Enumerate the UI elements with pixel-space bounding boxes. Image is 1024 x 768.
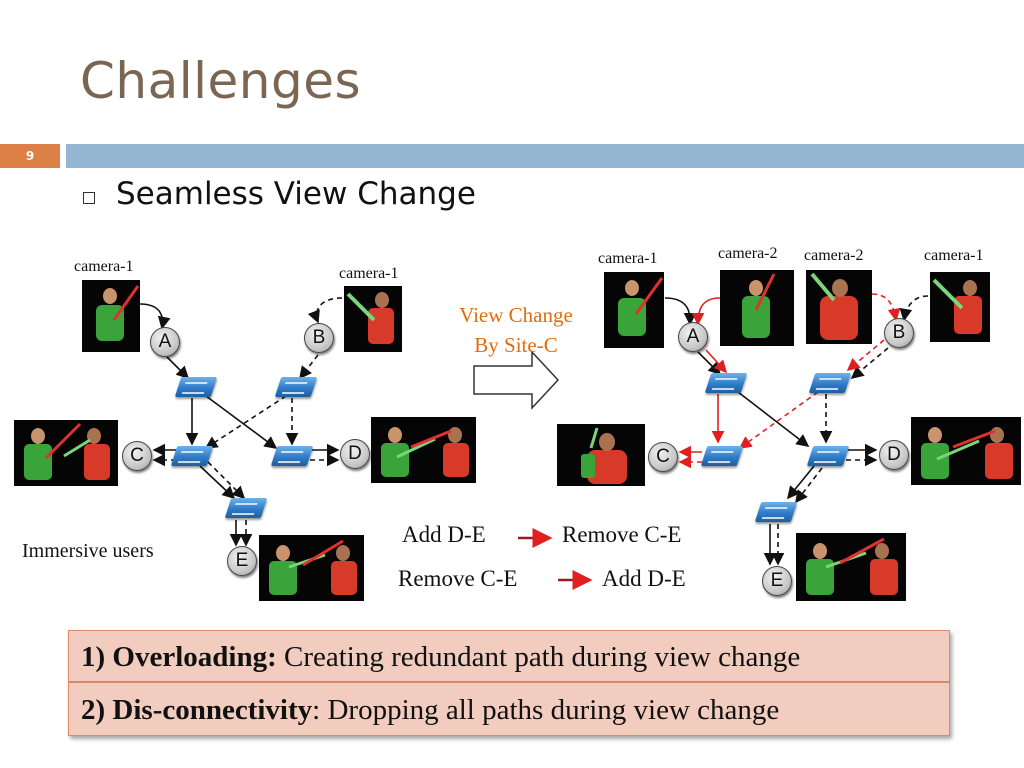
edge-sw3-sw5-dash — [207, 461, 246, 500]
camera-1-video-left-b — [344, 286, 402, 352]
edge-r-cam2-b — [871, 293, 901, 322]
edge-r-a-sw1 — [697, 351, 722, 376]
edge-r-b-sw2 — [850, 347, 889, 380]
edge-cam1-b — [307, 297, 343, 324]
edge-r-sw4-sw5 — [786, 465, 815, 500]
switch-icon — [806, 446, 850, 466]
switch-icon — [700, 446, 744, 466]
camera-label-right-1: camera-1 — [598, 250, 658, 267]
user-d-view-right — [911, 417, 1021, 485]
switch-icon — [704, 373, 748, 393]
edge-r-sw1-sw4 — [737, 391, 810, 447]
user-e-view-left — [259, 535, 364, 601]
switch-icon — [274, 377, 318, 397]
edge-r-cam1-b — [899, 295, 929, 322]
camera-1-video-left-a — [82, 280, 140, 352]
challenge-overloading: 1) Overloading: Creating redundant path … — [68, 630, 950, 682]
view-change-arrow — [473, 350, 560, 410]
challenge-2-text: : Dropping all paths during view change — [312, 694, 780, 726]
edge-r-sw2-sw3-red — [738, 391, 819, 449]
immersive-users-label: Immersive users — [22, 540, 154, 562]
edge-r-cam2-a — [691, 297, 721, 326]
edge-r-sw4-sw5-dash — [795, 467, 823, 504]
node-a-left: A — [150, 327, 180, 357]
view-change-label-line1: View Change — [459, 303, 573, 327]
camera-1-video-right-b — [930, 272, 990, 342]
edge-r-cam1-a — [664, 297, 697, 326]
ordering-1-second: Remove C-E — [562, 522, 682, 547]
node-e-right: E — [762, 566, 792, 596]
camera-label-left-a: camera-1 — [74, 258, 134, 275]
view-change-label: View Change By Site-C — [436, 300, 596, 360]
edge-b-sw2 — [299, 354, 319, 380]
node-c-left: C — [122, 441, 152, 471]
ordering-2-first: Remove C-E — [398, 566, 518, 591]
view-change-label-line2: By Site-C — [474, 333, 558, 357]
node-a-right: A — [678, 322, 708, 352]
edge-r-a-sw1-red — [705, 349, 728, 374]
edge-cam1-a — [139, 303, 171, 330]
user-c-view-left — [14, 420, 118, 486]
user-c-view-right — [557, 424, 645, 486]
node-b-left: B — [304, 323, 334, 353]
ordering-1-first: Add D-E — [402, 522, 486, 547]
node-d-left: D — [340, 439, 370, 469]
challenge-1-term: 1) Overloading: — [81, 641, 277, 673]
switch-icon — [170, 446, 214, 466]
switch-icon — [270, 446, 314, 466]
camera-1-video-right-a — [604, 272, 664, 348]
bullet-square-icon — [83, 192, 95, 204]
edge-r-b-sw2-red — [846, 339, 885, 372]
slide-number-badge — [0, 144, 60, 168]
slide-title: Challenges — [80, 52, 362, 110]
edge-a-sw1 — [166, 356, 190, 380]
camera-label-left-b: camera-1 — [339, 265, 399, 282]
challenge-2-term: 2) Dis-connectivity — [81, 694, 313, 726]
node-b-right: B — [884, 318, 914, 348]
switch-icon — [808, 373, 852, 393]
slide-number: 9 — [25, 149, 35, 163]
switch-icon — [224, 498, 268, 518]
node-c-right: C — [648, 442, 678, 472]
node-e-left: E — [227, 546, 257, 576]
user-d-view-left — [371, 417, 476, 483]
camera-label-right-3: camera-2 — [804, 247, 864, 264]
challenge-dis-connectivity: 2) Dis-connectivity: Dropping all paths … — [68, 682, 950, 736]
user-e-view-right — [796, 533, 906, 601]
camera-label-right-2: camera-2 — [718, 245, 778, 262]
camera-2-video-right-a — [720, 270, 794, 346]
switch-icon — [174, 377, 218, 397]
ordering-2-second: Add D-E — [602, 566, 686, 591]
switch-icon — [754, 502, 798, 522]
camera-label-right-4: camera-1 — [924, 247, 984, 264]
title-divider-bar — [66, 144, 1024, 168]
bullet-text: Seamless View Change — [116, 176, 476, 212]
edge-sw2-sw3 — [204, 395, 287, 449]
node-d-right: D — [879, 440, 909, 470]
edge-sw1-sw4 — [205, 395, 278, 449]
challenge-1-text: Creating redundant path during view chan… — [276, 641, 801, 673]
camera-2-video-right-b — [806, 270, 872, 344]
edge-sw3-sw5 — [199, 465, 236, 500]
